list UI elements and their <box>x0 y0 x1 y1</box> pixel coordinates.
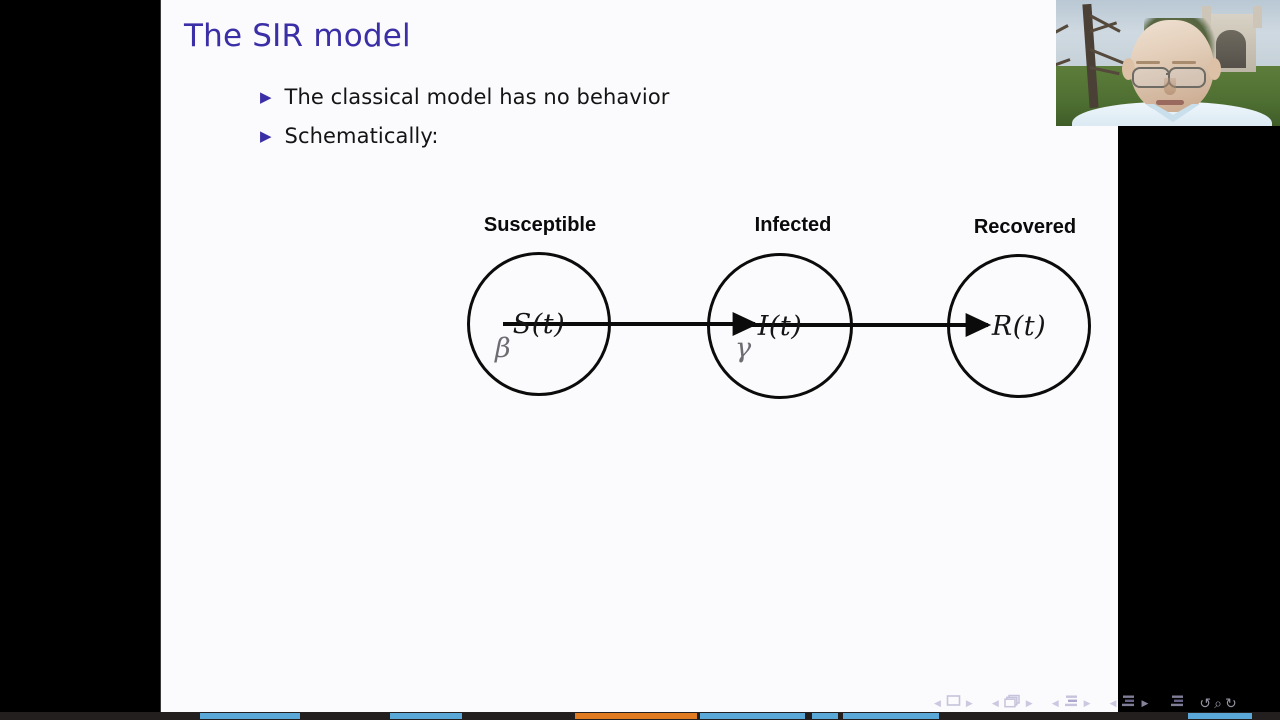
nav-group-subsection[interactable]: ◀ ▶ <box>1048 694 1095 713</box>
taskbar-window-indicator[interactable] <box>200 713 300 719</box>
next-subsection-icon[interactable]: ▶ <box>1083 697 1091 708</box>
webcam-eyebrow-right <box>1172 61 1196 64</box>
webcam-mouth <box>1156 100 1184 105</box>
list-item-label: Schematically: <box>284 124 439 148</box>
prev-section-icon[interactable]: ◀ <box>1109 697 1117 708</box>
list-item: ▶ The classical model has no behavior <box>260 82 1060 112</box>
webcam-ear-left <box>1122 58 1135 80</box>
taskbar-window-indicator[interactable] <box>843 713 939 719</box>
frame-icon[interactable] <box>1003 694 1022 713</box>
next-frame-icon[interactable]: ▶ <box>1025 697 1033 708</box>
diagram-arrows <box>503 312 992 337</box>
slide-left-edge <box>160 0 161 714</box>
node-label-infected: Infected <box>754 214 832 236</box>
webcam-presenter <box>1072 20 1272 126</box>
node-state-recovered: R(t) <box>991 310 1047 342</box>
sir-model-diagram: Susceptible S(t) Infected I(t) Recovered… <box>355 200 1091 415</box>
prev-subsection-icon[interactable]: ◀ <box>1051 697 1059 708</box>
taskbar-window-indicator[interactable] <box>390 713 462 719</box>
slide-icon[interactable] <box>945 694 962 712</box>
node-circle-recovered: R(t) <box>947 254 1091 398</box>
subsection-icon[interactable] <box>1063 694 1080 713</box>
search-icon[interactable]: ⌕ <box>1214 694 1222 711</box>
prev-frame-icon[interactable]: ◀ <box>991 697 999 708</box>
list-item-label: The classical model has no behavior <box>284 85 670 109</box>
next-slide-icon[interactable]: ▶ <box>965 697 973 708</box>
bullet-list: ▶ The classical model has no behavior ▶ … <box>260 82 1060 160</box>
node-circle-infected: I(t) <box>707 253 853 399</box>
next-section-icon[interactable]: ▶ <box>1141 697 1149 708</box>
page-title: The SIR model <box>184 18 411 54</box>
node-label-recovered: Recovered <box>973 216 1077 238</box>
document-icon[interactable] <box>1169 694 1186 713</box>
webcam-glasses-right-lens <box>1168 67 1206 88</box>
presenter-webcam[interactable] <box>1056 0 1280 126</box>
nav-tools[interactable]: ↺ ⌕ ↻ <box>1199 695 1236 712</box>
webcam-glasses-bridge <box>1166 73 1170 75</box>
taskbar-window-indicator[interactable] <box>575 713 697 719</box>
back-icon[interactable]: ↺ <box>1199 694 1212 711</box>
taskbar-window-indicator[interactable] <box>812 713 838 719</box>
webcam-nose <box>1164 78 1176 95</box>
bullet-triangle-icon: ▶ <box>260 89 272 106</box>
forward-icon[interactable]: ↻ <box>1224 694 1237 711</box>
rate-label-beta: β <box>495 333 511 364</box>
node-label-susceptible: Susceptible <box>483 214 597 236</box>
nav-group-slide[interactable]: ◀ ▶ <box>930 694 977 712</box>
taskbar-window-indicator[interactable] <box>700 713 805 719</box>
node-state-susceptible: S(t) <box>512 308 566 340</box>
beamer-navigation-bar[interactable]: ◀ ▶ ◀ ▶ ◀ <box>930 692 1270 714</box>
presentation-slide: The SIR model ▶ The classical model has … <box>160 0 1237 714</box>
prev-slide-icon[interactable]: ◀ <box>934 697 941 708</box>
nav-group-frame[interactable]: ◀ ▶ <box>988 694 1037 713</box>
bullet-triangle-icon: ▶ <box>260 128 272 145</box>
node-state-infected: I(t) <box>757 310 803 342</box>
webcam-ear-right <box>1208 58 1221 80</box>
webcam-head <box>1130 20 1214 112</box>
webcam-eyebrow-left <box>1136 61 1160 64</box>
node-circle-susceptible: S(t) <box>467 252 611 396</box>
taskbar[interactable] <box>0 712 1280 720</box>
nav-group-section[interactable]: ◀ ▶ <box>1106 694 1153 713</box>
list-item: ▶ Schematically: <box>260 121 1060 151</box>
section-icon[interactable] <box>1120 694 1137 713</box>
taskbar-window-indicator[interactable] <box>1188 713 1252 719</box>
rate-label-gamma: γ <box>735 333 752 364</box>
